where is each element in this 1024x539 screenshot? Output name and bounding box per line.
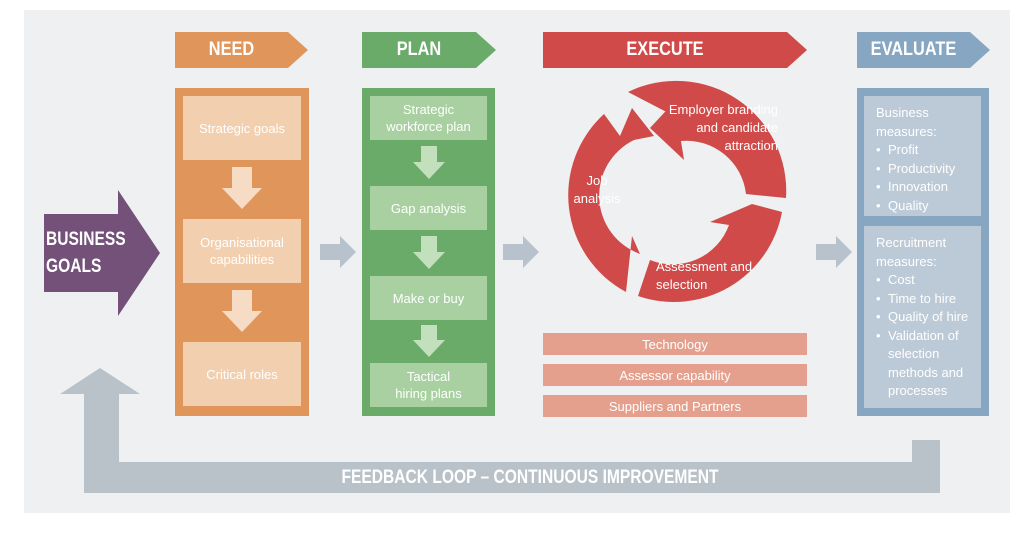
plan-item-strategic-workforce-plan: Strategic workforce plan: [370, 96, 487, 140]
need-item-organisational-capabilities: Organisational capabilities: [183, 219, 301, 283]
execute-header: EXECUTE: [626, 39, 704, 60]
recruitment-measure-item: Time to hire: [876, 290, 969, 309]
business-goals-line2: GOALS: [46, 256, 102, 277]
feedback-loop-label: FEEDBACK LOOP – CONTINUOUS IMPROVEMENT: [341, 467, 719, 488]
business-measure-item: Innovation: [876, 178, 969, 197]
plan-item-tactical-hiring-plans: Tactical hiring plans: [370, 363, 487, 407]
business-goals-label: BUSINESS GOALS: [46, 226, 126, 280]
plan-item-gap-analysis: Gap analysis: [370, 186, 487, 230]
recruitment-measure-item: Quality of hire: [876, 308, 969, 327]
business-measure-item: Quality: [876, 197, 969, 216]
execute-bar-suppliers-partners: Suppliers and Partners: [543, 395, 807, 417]
need-header: NEED: [208, 39, 255, 60]
cycle-segment-job-analysis: [568, 108, 654, 292]
recruitment-measures-title: Recruitment measures:: [876, 235, 947, 269]
need-item-strategic-goals: Strategic goals: [183, 96, 301, 160]
plan-item-make-or-buy: Make or buy: [370, 276, 487, 320]
evaluate-recruitment-measures: Recruitment measures: Cost Time to hire …: [864, 226, 981, 408]
cycle-segment-assessment: [638, 204, 782, 303]
execute-bar-technology: Technology: [543, 333, 807, 355]
business-measures-title: Business measures:: [876, 105, 937, 139]
cycle-label-job-analysis: Job analysis: [573, 173, 621, 206]
recruitment-measure-item: Validation of selection methods and proc…: [876, 327, 969, 401]
cycle-label-assessment: Assessment and selection: [656, 259, 753, 292]
evaluate-header: EVALUATE: [870, 39, 957, 60]
business-goals-line1: BUSINESS: [46, 229, 126, 250]
business-measure-item: Profit: [876, 141, 969, 160]
need-item-critical-roles: Critical roles: [183, 342, 301, 406]
execute-bar-assessor-capability: Assessor capability: [543, 364, 807, 386]
cycle-segment-employer-branding: [628, 80, 787, 198]
plan-header: PLAN: [396, 39, 442, 60]
business-measure-item: Productivity: [876, 160, 969, 179]
recruitment-measure-item: Cost: [876, 271, 969, 290]
evaluate-business-measures: Business measures: Profit Productivity I…: [864, 96, 981, 216]
cycle-label-employer-branding: Employer branding and candidate attracti…: [668, 102, 778, 153]
